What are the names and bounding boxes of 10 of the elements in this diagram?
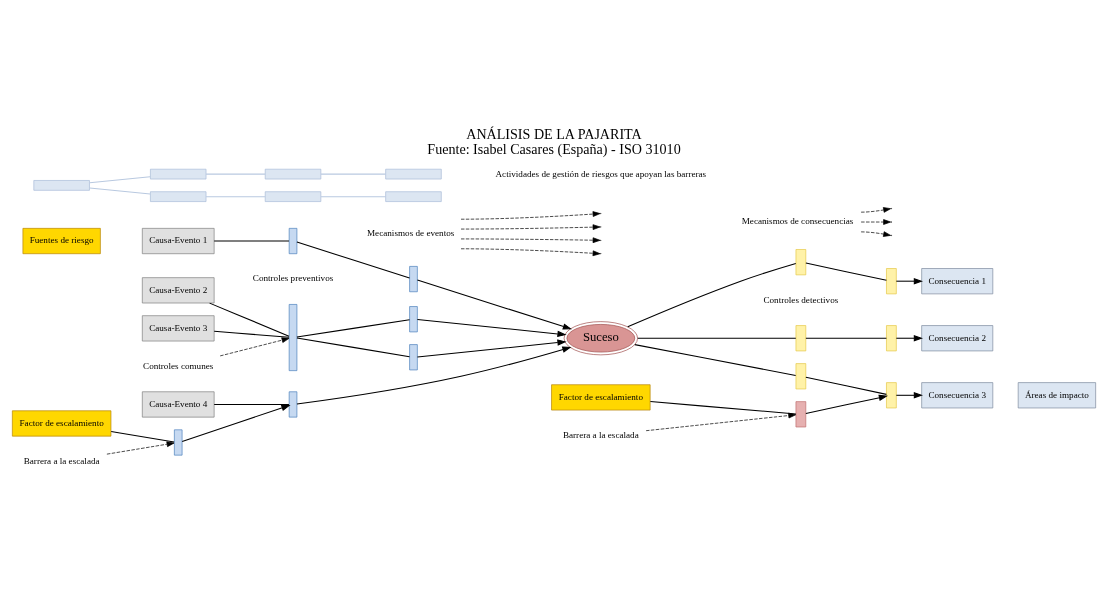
label: Controles preventivos: [252, 272, 334, 283]
label: Controles detectivos: [763, 294, 839, 305]
node-text: Barrera a la escalada: [562, 429, 639, 440]
node-text: Mecanismos de eventos: [366, 227, 455, 238]
diagram-title: ANÁLISIS DE LA PAJARITA: [466, 125, 642, 142]
caption: Fuente: Isabel Casares (España) - ISO 31010: [427, 140, 681, 157]
node-text: Controles comunes: [143, 360, 214, 371]
node-text: Mecanismos de consecuencias: [741, 215, 854, 226]
node-text: Barrera a la escalada: [23, 455, 100, 466]
label: Actividades de gestión de riesgos que apoyan las barreras: [495, 168, 707, 179]
